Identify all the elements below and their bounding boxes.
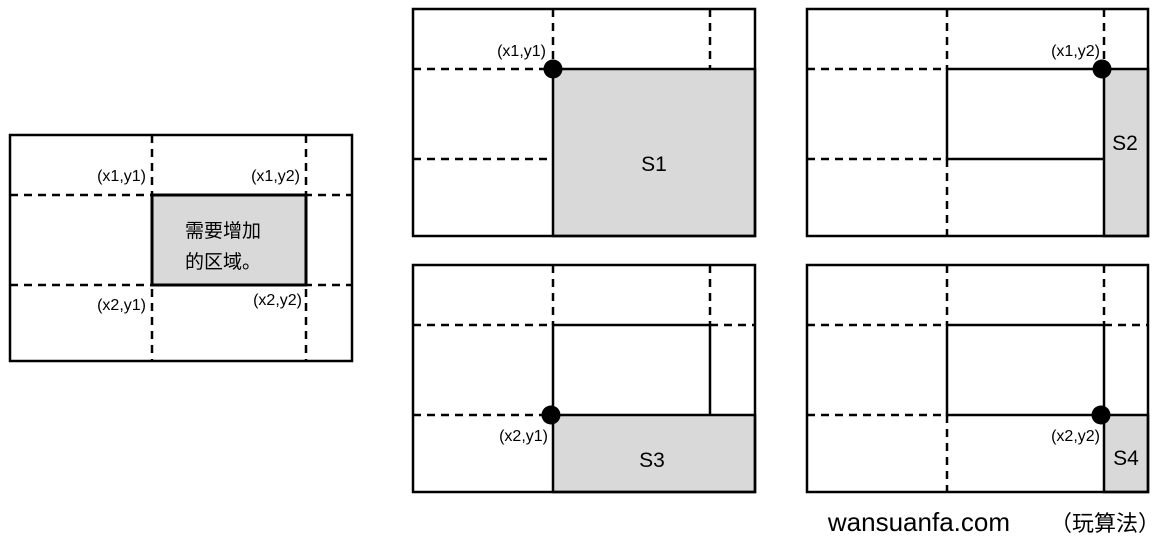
corner-point-s4 <box>1091 405 1111 425</box>
panel-s3: (x2,y1) S3 <box>411 263 757 494</box>
panel-s4: (x2,y2) S4 <box>805 263 1150 494</box>
region-label-s3: S3 <box>639 449 665 472</box>
panel-frame-s4 <box>805 263 1150 494</box>
corner-point-s3 <box>541 405 561 425</box>
region-label-s2: S2 <box>1112 132 1138 155</box>
corner-label-top-left: (x1,y1) <box>97 168 146 185</box>
dashed-gridlines-s2 <box>807 9 1106 236</box>
point-label-s3: (x2,y1) <box>499 428 548 445</box>
dashed-gridlines-s4 <box>807 265 1148 492</box>
panel-frame-s1 <box>411 7 757 238</box>
corner-label-top-right: (x1,y2) <box>251 168 300 185</box>
dashed-gridlines-s3 <box>413 265 755 417</box>
corner-label-bottom-right: (x2,y2) <box>253 292 302 309</box>
solid-subregion-outline-s3 <box>551 323 712 415</box>
point-label-s2: (x1,y2) <box>1051 43 1100 60</box>
panel-frame-s3 <box>411 263 757 494</box>
solid-subregion-outline-s4 <box>945 323 1106 417</box>
main-dashed-gridlines <box>10 135 352 361</box>
watermark: wansuanfa.com （玩算法） <box>827 507 1160 537</box>
watermark-site: wansuanfa.com <box>827 507 1010 537</box>
point-label-s4: (x2,y2) <box>1051 428 1100 445</box>
panel-frame-s2 <box>805 7 1150 238</box>
solid-subregion-outline-s2 <box>945 67 1104 161</box>
point-label-s1: (x1,y1) <box>497 43 546 60</box>
region-label-s1: S1 <box>641 153 667 176</box>
main-grid-diagram: (x1,y1) (x1,y2) (x2,y1) (x2,y2) 需要增加 的区域… <box>8 133 354 363</box>
watermark-suffix: （玩算法） <box>1050 512 1160 537</box>
region-caption-line2: 的区域。 <box>185 251 261 273</box>
panel-s2: (x1,y2) S2 <box>805 7 1150 238</box>
region-fill-s3 <box>551 413 757 494</box>
panel-s1: (x1,y1) S1 <box>411 7 757 238</box>
corner-point-s1 <box>543 59 563 79</box>
region-caption-line1: 需要增加 <box>185 220 261 242</box>
main-grid-frame <box>8 133 354 363</box>
corner-label-bottom-left: (x2,y1) <box>97 297 146 314</box>
region-label-s4: S4 <box>1113 447 1139 470</box>
corner-point-s2 <box>1092 59 1112 79</box>
dashed-gridlines-s1 <box>413 9 712 161</box>
